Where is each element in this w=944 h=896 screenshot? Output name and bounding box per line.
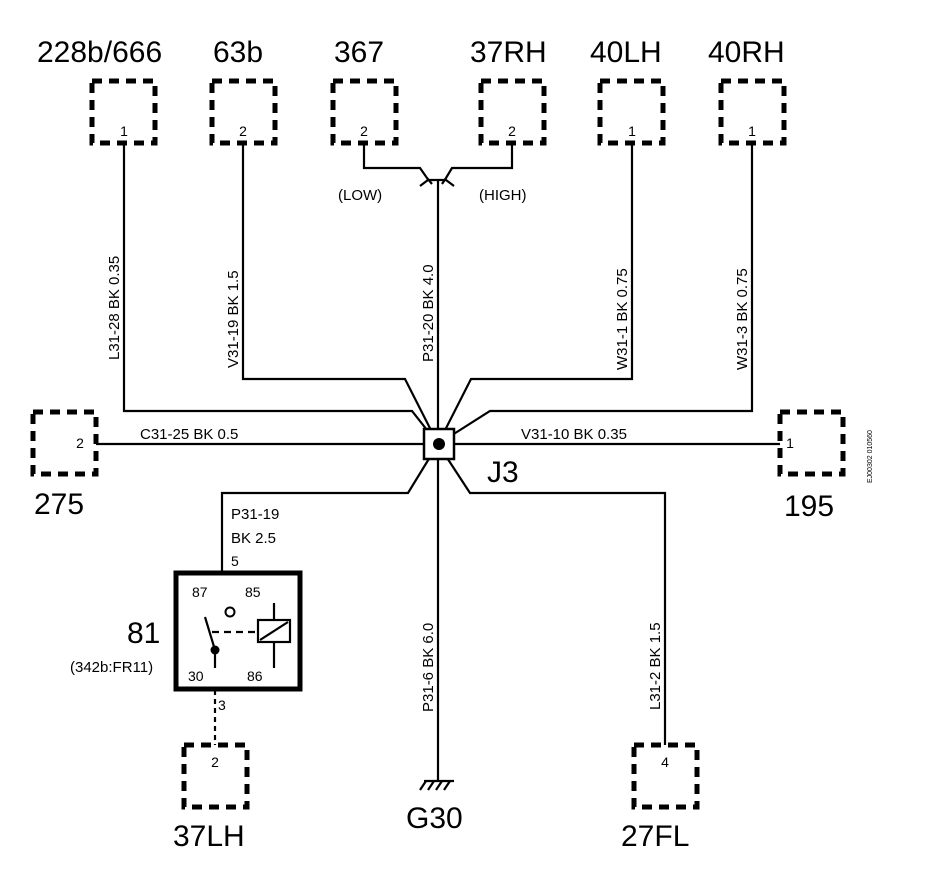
label-l31-28: L31-28 BK 0.35 (106, 256, 123, 360)
connector-40rh: 1 40RH (708, 36, 787, 146)
svg-text:1: 1 (786, 435, 794, 451)
connector-37rh: 2 37RH (470, 36, 547, 146)
svg-text:G30: G30 (406, 802, 463, 835)
svg-text:2: 2 (211, 754, 219, 770)
label-p31-19-id: P31-19 (231, 506, 279, 523)
label-v31-10: V31-10 BK 0.35 (521, 426, 627, 443)
svg-text:27FL: 27FL (621, 820, 689, 853)
svg-text:2: 2 (508, 123, 516, 139)
svg-text:367: 367 (334, 36, 384, 69)
wires (96, 143, 780, 780)
figure-id: EJ00302 010560 (867, 430, 874, 483)
relay-81: 87 85 30 86 81 (342b:FR11) 5 3 (70, 553, 303, 713)
wire-p31-19 (220, 443, 439, 573)
wire-37rh-high (441, 143, 514, 185)
wire-l31-2 (437, 443, 667, 745)
svg-text:3: 3 (218, 697, 226, 713)
connector-275: 2 275 (30, 409, 99, 521)
svg-text:2: 2 (76, 435, 84, 451)
wire-367-low (362, 143, 433, 185)
svg-text:40LH: 40LH (590, 36, 662, 69)
svg-text:86: 86 (247, 668, 263, 684)
svg-text:40RH: 40RH (708, 36, 785, 69)
svg-text:2: 2 (360, 123, 368, 139)
switch-low-label: (LOW) (338, 187, 382, 204)
svg-text:5: 5 (231, 553, 239, 569)
connector-195: 1 195 (777, 409, 846, 523)
label-p31-20: P31-20 BK 4.0 (420, 264, 437, 362)
label-l31-2: L31-2 BK 1.5 (647, 622, 664, 710)
connector-27fl: 4 27FL (621, 742, 700, 853)
ground-symbol: G30 (406, 779, 463, 835)
splice-j3: J3 (422, 427, 519, 489)
connector-37lh: 2 37LH (173, 742, 250, 853)
svg-text:(342b:FR11): (342b:FR11) (70, 659, 153, 676)
switch-high-label: (HIGH) (479, 187, 527, 204)
label-w31-1: W31-1 BK 0.75 (614, 268, 631, 370)
connector-40lh: 1 40LH (590, 36, 666, 146)
connector-367: 2 367 (330, 36, 399, 146)
svg-text:1: 1 (120, 123, 128, 139)
wire-l31-28 (122, 143, 439, 445)
connector-63b: 2 63b (209, 36, 278, 146)
svg-text:63b: 63b (213, 36, 263, 69)
svg-text:275: 275 (34, 488, 84, 521)
wire-w31-1 (437, 143, 634, 445)
svg-text:37LH: 37LH (173, 820, 245, 853)
svg-text:30: 30 (188, 668, 204, 684)
label-v31-19: V31-19 BK 1.5 (225, 270, 242, 368)
svg-text:228b/666: 228b/666 (37, 36, 162, 69)
label-p31-19-spec: BK 2.5 (231, 530, 276, 547)
svg-text:2: 2 (239, 123, 247, 139)
label-w31-3: W31-3 BK 0.75 (734, 268, 751, 370)
connector-228b-666: 1 228b/666 (37, 36, 162, 146)
wire-w31-3 (437, 143, 754, 445)
svg-text:195: 195 (784, 490, 834, 523)
svg-text:4: 4 (661, 754, 669, 770)
svg-text:87: 87 (192, 584, 208, 600)
svg-text:1: 1 (748, 123, 756, 139)
label-c31-25: C31-25 BK 0.5 (140, 426, 238, 443)
wire-v31-19 (241, 143, 439, 445)
label-p31-6: P31-6 BK 6.0 (420, 623, 437, 712)
svg-text:J3: J3 (487, 456, 519, 489)
svg-text:81: 81 (127, 617, 160, 650)
svg-text:85: 85 (245, 584, 261, 600)
svg-text:1: 1 (628, 123, 636, 139)
svg-text:37RH: 37RH (470, 36, 547, 69)
